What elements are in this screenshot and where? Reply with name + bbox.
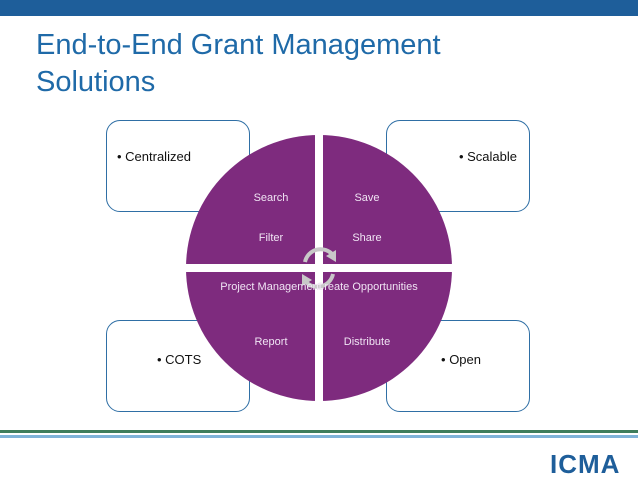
- wheel-label-share: Share: [352, 232, 382, 244]
- cycle-arrow-head-bottom: [302, 274, 312, 286]
- box-top-left-label: • Centralized: [117, 149, 191, 164]
- slide-title-line-2: Solutions: [36, 66, 156, 98]
- wheel-label-search: Search: [253, 192, 289, 204]
- cycle-arrows-icon: [303, 247, 335, 289]
- box-bottom-right-label: • Open: [441, 352, 481, 367]
- wheel-divider-horizontal: [184, 264, 454, 272]
- slide-title-line-1: End-to-End Grant Management: [36, 29, 441, 61]
- box-top-right-label: • Scalable: [458, 149, 517, 164]
- slide-title: End-to-End Grant Management Solutions: [36, 27, 596, 101]
- cycle-arrow-head-top: [326, 250, 336, 262]
- footer-rule-green: [0, 430, 638, 433]
- top-accent-bar: [0, 0, 638, 16]
- wheel-label-distribute: Distribute: [343, 336, 391, 348]
- wheel-label-report: Report: [254, 336, 288, 348]
- wheel-label-project-management: Project Management: [220, 281, 322, 293]
- box-bottom-left-label: • COTS: [157, 352, 202, 367]
- wheel-label-save: Save: [354, 192, 380, 204]
- icma-logo: ICMA: [550, 449, 621, 479]
- footer-rule-blue: [0, 435, 638, 438]
- wheel-label-filter: Filter: [258, 232, 284, 244]
- box-bottom-right: • Open: [386, 320, 530, 412]
- wheel-label-create-opportunities: Create Opportunities: [316, 281, 418, 293]
